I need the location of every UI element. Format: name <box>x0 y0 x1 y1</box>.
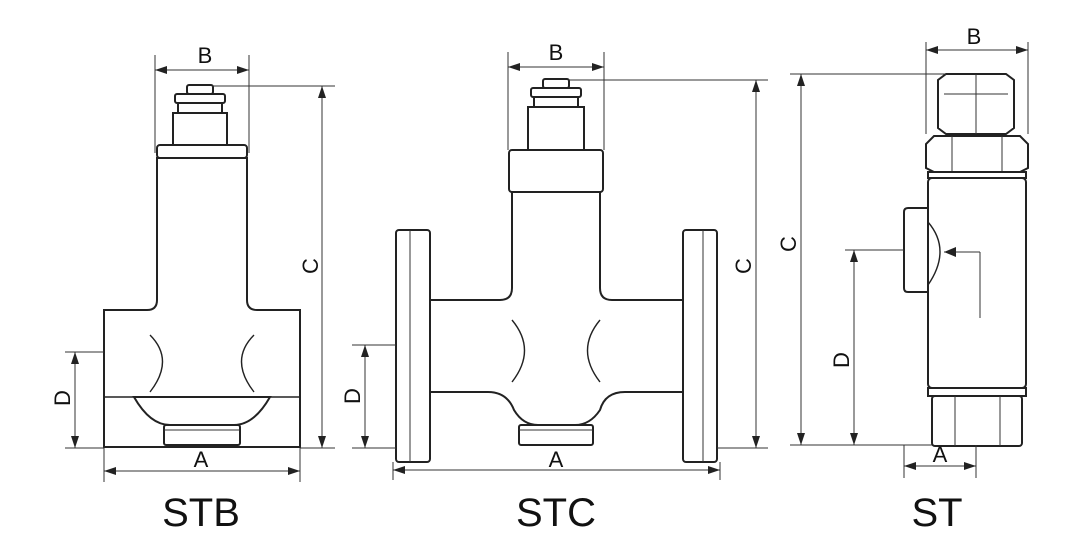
stb-dimensions <box>65 55 335 482</box>
stb-model-label: STB <box>162 491 240 535</box>
stc-dim-b-label: B <box>549 40 564 65</box>
stc-dim-c-label: C <box>731 258 756 274</box>
stc-valve <box>395 78 718 463</box>
st-dim-c-label: C <box>776 236 801 252</box>
stc-dimensions <box>352 52 768 480</box>
st-dim-b-label: B <box>967 24 982 49</box>
stb-dim-c-label: C <box>298 258 323 274</box>
stb-dim-d-label: D <box>50 390 75 406</box>
stc-model-label: STC <box>516 491 596 535</box>
stb-dim-b-label: B <box>198 43 213 68</box>
stb-dim-a-label: A <box>194 447 209 472</box>
st-dimensions <box>790 42 1029 478</box>
stc-dim-a-label: A <box>549 447 564 472</box>
stb-valve <box>103 84 301 448</box>
st-dim-d-label: D <box>829 352 854 368</box>
st-model-label: ST <box>911 491 962 535</box>
st-dim-a-label: A <box>933 442 948 467</box>
st-valve <box>903 73 1029 447</box>
stc-dim-d-label: D <box>340 388 365 404</box>
